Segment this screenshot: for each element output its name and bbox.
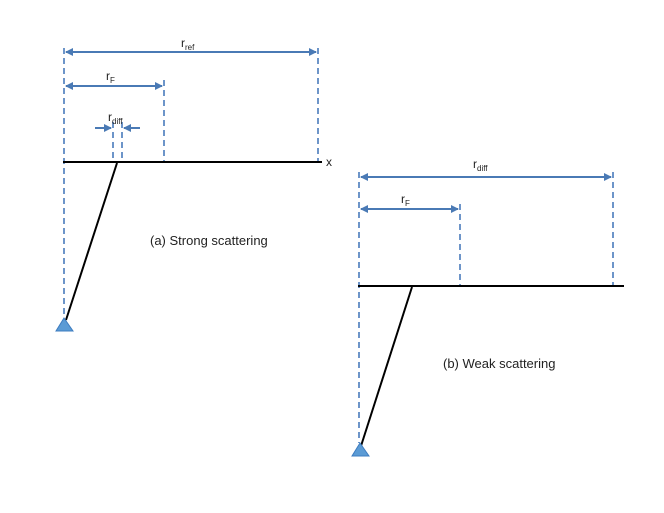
r-f-label-b: rF <box>401 192 410 208</box>
r-diff-label-b: rdiff <box>473 157 488 173</box>
panel-b <box>351 172 624 457</box>
caption-strong-scattering: (a) Strong scattering <box>150 233 268 248</box>
r-ref-label: rref <box>181 36 195 52</box>
r-f-label: rF <box>106 69 115 85</box>
panel-a <box>55 48 322 332</box>
source-triangle-b <box>351 442 370 457</box>
source-triangle <box>55 317 74 332</box>
r-diff-label: rdiff <box>108 110 123 126</box>
caption-weak-scattering: (b) Weak scattering <box>443 356 556 371</box>
x-axis-label: x <box>326 155 332 169</box>
ray-line-b <box>360 286 413 447</box>
ray-line <box>65 162 118 321</box>
